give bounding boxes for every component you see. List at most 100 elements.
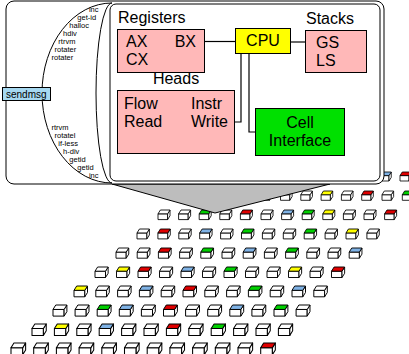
cell-face	[117, 271, 128, 277]
cell-icon	[234, 324, 248, 335]
cell-face	[252, 309, 263, 316]
cell-icon	[252, 305, 266, 316]
cell-face	[262, 229, 274, 233]
cell-face	[227, 290, 238, 296]
instruction-label: rotater	[52, 54, 74, 62]
cell-face	[122, 329, 133, 336]
cell-face	[144, 324, 158, 329]
cell-face	[137, 233, 147, 239]
cell-icon	[137, 229, 149, 239]
cell-face	[77, 324, 91, 329]
instruction-label: h-div	[63, 148, 79, 156]
cell-face	[302, 214, 312, 220]
cell-face	[208, 309, 219, 316]
cell-icon	[211, 324, 225, 335]
cell-icon	[400, 172, 409, 181]
cell-icon	[310, 267, 323, 278]
cell-face	[74, 290, 85, 296]
cell-icon	[296, 305, 310, 316]
cell-face	[119, 305, 133, 309]
cell-face	[179, 210, 191, 214]
cell-icon	[341, 191, 353, 200]
box-text: Cell Interface	[262, 114, 338, 149]
cell-face	[325, 233, 335, 239]
cell-face	[349, 252, 359, 258]
cell-icon	[346, 229, 358, 239]
cell-face	[75, 305, 89, 309]
cell-icon	[385, 210, 397, 220]
cell-face	[139, 286, 153, 290]
cell-icon	[158, 210, 170, 220]
cell-face	[96, 290, 107, 296]
cell-icon	[34, 343, 49, 354]
cell-face	[119, 309, 130, 316]
box-text: GS	[316, 34, 339, 52]
cell-face	[400, 172, 409, 176]
cell-face	[186, 309, 197, 316]
cell-face	[278, 329, 289, 336]
cell-face	[301, 191, 313, 195]
box-text: CPU	[246, 32, 280, 50]
cell-icon	[325, 229, 337, 239]
cell-face	[147, 348, 159, 354]
cell-face	[99, 329, 110, 336]
cell-face	[283, 229, 295, 233]
cell-face	[221, 229, 233, 233]
cell-face	[323, 210, 335, 214]
cell-icon	[56, 343, 71, 354]
cell-face	[181, 267, 194, 271]
cell-icon	[283, 229, 295, 239]
cell-icon	[267, 267, 280, 278]
cell-icon	[193, 343, 208, 354]
cell-icon	[161, 286, 175, 297]
cell-icon	[227, 286, 241, 297]
cell-icon	[282, 210, 294, 220]
box-text: AX	[126, 33, 148, 51]
cell-face	[54, 324, 68, 329]
cell-face	[102, 343, 117, 348]
cell-face	[138, 267, 151, 271]
cell-face	[141, 305, 155, 309]
cell-face	[205, 290, 216, 296]
cell-face	[328, 252, 338, 258]
cell-icon	[246, 267, 259, 278]
cell-icon	[270, 286, 284, 297]
cell-face	[179, 229, 191, 233]
zoom-triangle	[112, 184, 330, 213]
cell-face	[382, 195, 391, 201]
cell-icon	[99, 324, 113, 335]
connector	[291, 41, 305, 42]
box-text: BX	[175, 33, 196, 51]
cell-face	[264, 252, 274, 258]
cell-face	[242, 233, 252, 239]
instruction-ring-outer	[42, 3, 112, 183]
cell-icon	[53, 305, 67, 316]
cell-icon	[274, 305, 288, 316]
cell-face	[227, 286, 241, 290]
cell-face	[144, 329, 155, 336]
cell-face	[367, 229, 379, 233]
cell-face	[158, 233, 168, 239]
cell-face	[215, 343, 230, 348]
cell-face	[246, 271, 257, 277]
box-text: CX	[126, 51, 148, 69]
cell-face	[193, 348, 205, 354]
cell-icon	[170, 343, 185, 354]
cell-face	[116, 248, 129, 252]
box-text: Read	[124, 113, 162, 131]
cell-face	[230, 305, 244, 309]
cell-icon	[147, 343, 162, 354]
cell-face	[137, 248, 150, 252]
cell-icon	[54, 324, 68, 335]
instruction-label: rotatel	[55, 132, 76, 140]
cell-face	[75, 309, 86, 316]
cell-face	[147, 343, 162, 348]
instruction-label: rotater	[55, 46, 77, 54]
cell-icon	[102, 343, 117, 354]
cell-face	[267, 271, 278, 277]
instruction-box: sendmsg	[2, 87, 51, 101]
cell-icon	[302, 210, 314, 220]
cell-face	[79, 343, 94, 348]
cell-icon	[304, 229, 316, 239]
